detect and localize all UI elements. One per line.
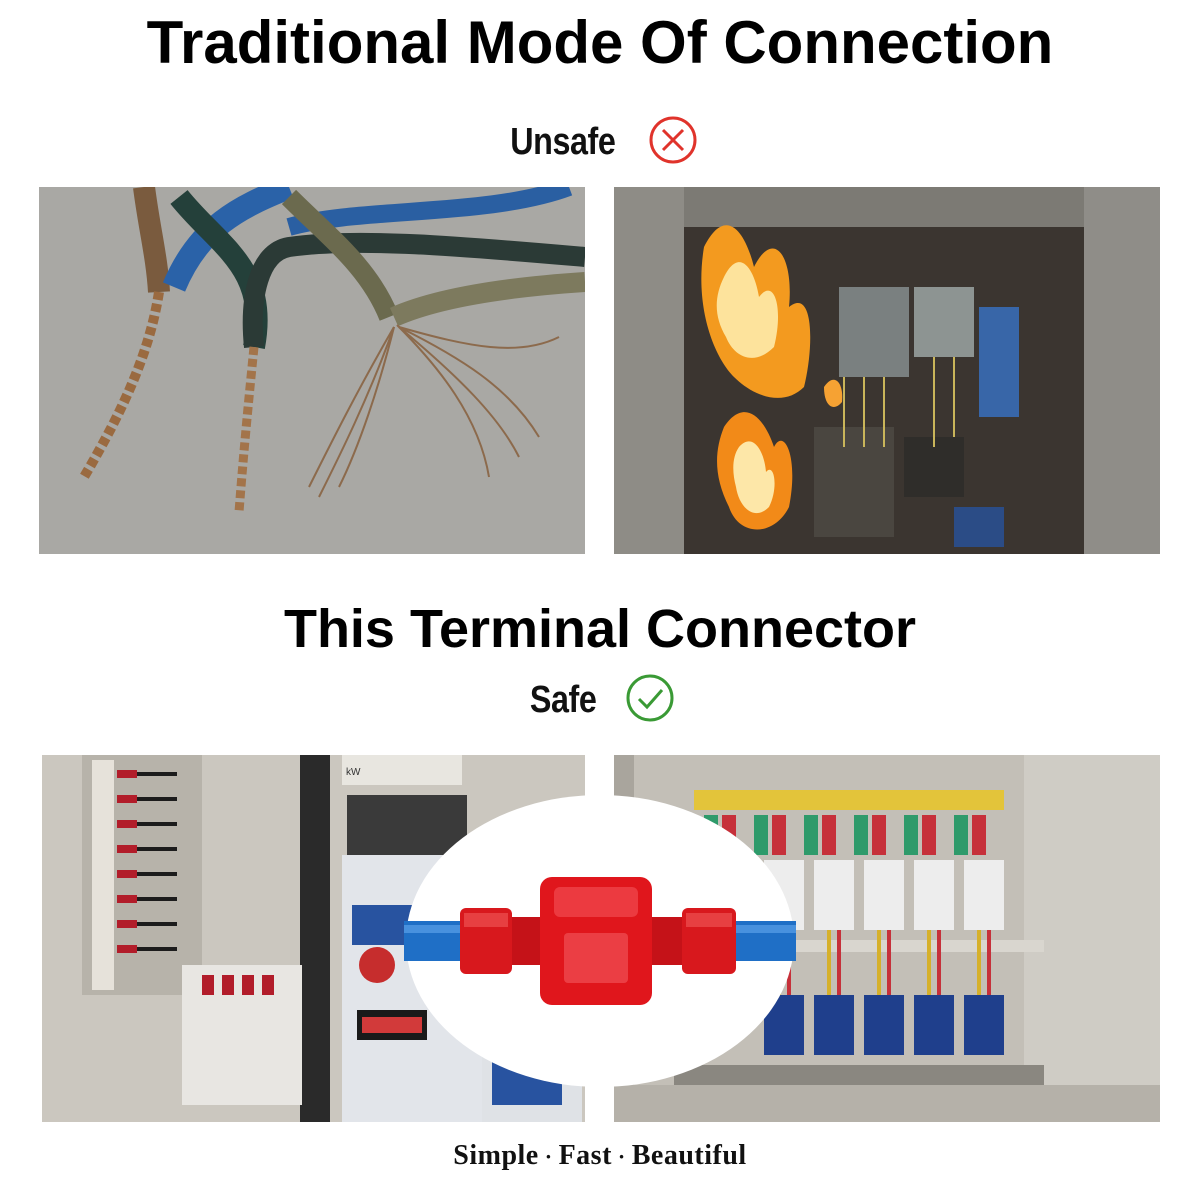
heading-terminal-connector: This Terminal Connector — [283, 599, 917, 659]
heading-traditional: Traditional Mode Of Connection — [146, 9, 1054, 76]
tagline-separator: · — [617, 1144, 626, 1169]
photo-frayed-wires — [39, 187, 585, 554]
unsafe-label: Unsafe — [510, 121, 616, 163]
safe-label: Safe — [529, 679, 597, 721]
safe-row: Safe — [0, 672, 1200, 729]
tagline-simple: Simple — [453, 1140, 539, 1171]
circled-check-icon — [624, 672, 676, 729]
tagline: Simple·Fast·Beautiful — [0, 1140, 1200, 1172]
photo-tidy-panel-right — [614, 755, 1160, 1122]
connector-closeup — [404, 793, 796, 1089]
photo-burning-cabinet — [614, 187, 1160, 554]
panel-label-text: kW — [346, 767, 361, 778]
circled-x-icon — [647, 114, 699, 171]
unsafe-row: Unsafe — [0, 114, 1200, 171]
tagline-fast: Fast — [558, 1140, 612, 1171]
tagline-beautiful: Beautiful — [631, 1140, 747, 1171]
tagline-separator: · — [544, 1144, 553, 1169]
